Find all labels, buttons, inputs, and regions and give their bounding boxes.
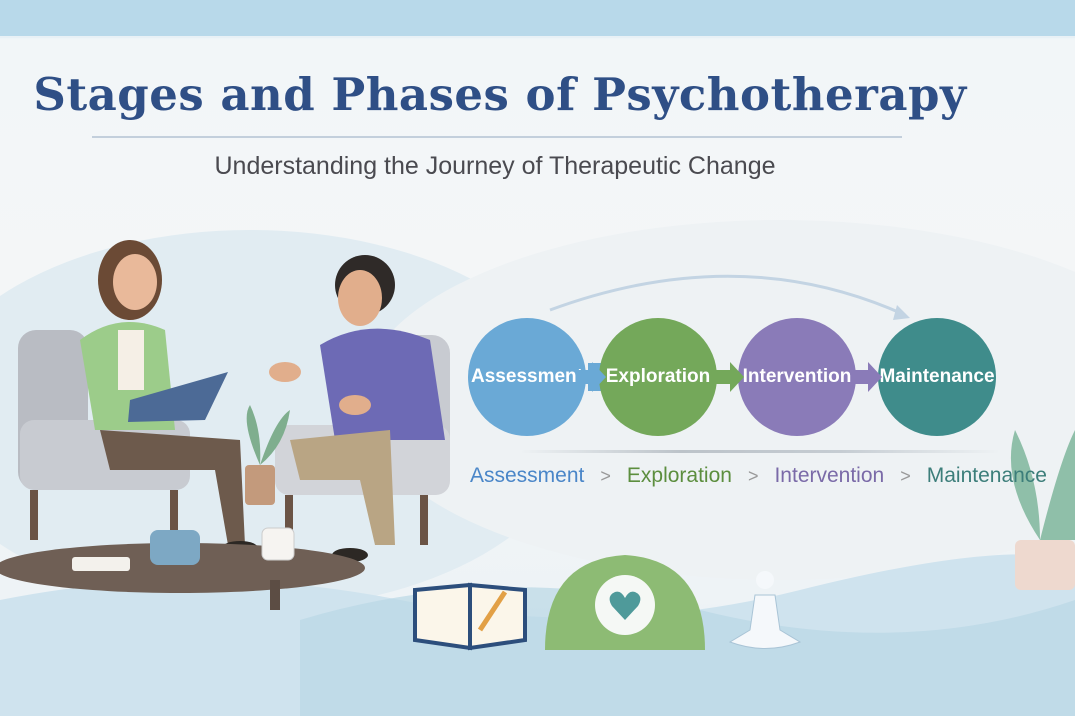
stage-circle-intervention: Intervention <box>738 318 856 436</box>
client-figure <box>269 255 445 562</box>
title-divider <box>92 136 902 138</box>
divider-line <box>520 450 1000 453</box>
stage-circle-maintenance: Maintenance <box>878 318 996 436</box>
top-band <box>0 0 1075 38</box>
stage-circle-exploration: Exploration <box>599 318 717 436</box>
stage-breadcrumb: Assessment > Exploration > Intervention … <box>470 464 1047 488</box>
page-title: Stages and Phases of Psychotherapy <box>33 68 967 121</box>
page-subtitle: Understanding the Journey of Therapeutic… <box>214 152 776 180</box>
open-book-icon <box>413 582 527 651</box>
coffee-table <box>0 527 365 610</box>
breadcrumb-assessment: Assessment <box>470 464 585 487</box>
chevron-right-icon: > <box>900 465 911 486</box>
plant-right <box>1010 430 1075 590</box>
heart-head-icon <box>545 555 705 650</box>
therapist-figure <box>80 240 258 555</box>
breadcrumb-maintenance: Maintenance <box>926 464 1047 487</box>
progress-arc-arrow <box>549 274 906 317</box>
meditation-icon <box>728 571 802 649</box>
stage-circle-assessment: Assessment <box>468 318 586 436</box>
chevron-right-icon: > <box>600 465 611 486</box>
plant-left <box>245 405 290 505</box>
breadcrumb-exploration: Exploration <box>626 464 732 487</box>
breadcrumb-intervention: Intervention <box>774 464 885 487</box>
chevron-right-icon: > <box>747 465 759 486</box>
